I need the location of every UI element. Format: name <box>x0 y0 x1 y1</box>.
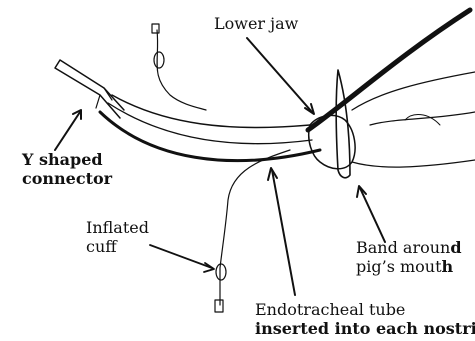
label-y-connector: Y shaped connector <box>22 150 112 188</box>
pilot-balloon-upper <box>154 52 164 68</box>
label-inflated: Inflated <box>86 218 149 237</box>
arrow-y-connector <box>55 112 80 150</box>
label-endotracheal-tube: Endotracheal tube inserted into each nos… <box>255 300 475 338</box>
chin-outline <box>352 160 475 167</box>
label-lower-jaw-text: Lower jaw <box>214 14 298 33</box>
label-pigs-mouth-end: h <box>442 257 454 276</box>
cheek-outline <box>370 112 475 125</box>
label-y-shaped: shaped <box>33 150 102 169</box>
endotracheal-tube-upper <box>112 95 310 127</box>
y-connector <box>55 60 124 118</box>
arrow-cuff <box>150 245 212 268</box>
label-inflated-cuff: Inflated cuff <box>86 218 149 256</box>
endotracheal-tube-lower <box>100 112 320 161</box>
band-around-mouth <box>336 70 350 178</box>
label-band-around: Band aroun <box>356 238 450 257</box>
head-outline <box>352 72 475 110</box>
pilot-valve-lower <box>215 300 223 312</box>
inflated-cuff-balloon <box>216 264 226 280</box>
endotracheal-tube-inner <box>108 103 312 144</box>
label-endotracheal: Endotracheal tube <box>255 300 475 319</box>
arrow-band <box>360 188 385 242</box>
arrow-lower-jaw <box>247 38 312 112</box>
label-band-around-end: d <box>450 238 461 257</box>
pilot-line-lower <box>220 150 290 305</box>
pilot-line-upper <box>157 30 206 110</box>
label-connector: connector <box>22 169 112 188</box>
pilot-valve-upper <box>152 24 159 33</box>
label-lower-jaw: Lower jaw <box>214 14 298 33</box>
label-inserted-nostril: inserted into each nostril <box>255 319 475 338</box>
label-y-letter: Y <box>22 150 33 169</box>
arrow-tube <box>272 170 295 295</box>
lower-jaw <box>308 10 470 130</box>
label-band-around-mouth: Band around pig’s mouth <box>356 238 462 276</box>
label-cuff: cuff <box>86 237 149 256</box>
label-pigs-mouth: pig’s mout <box>356 257 442 276</box>
